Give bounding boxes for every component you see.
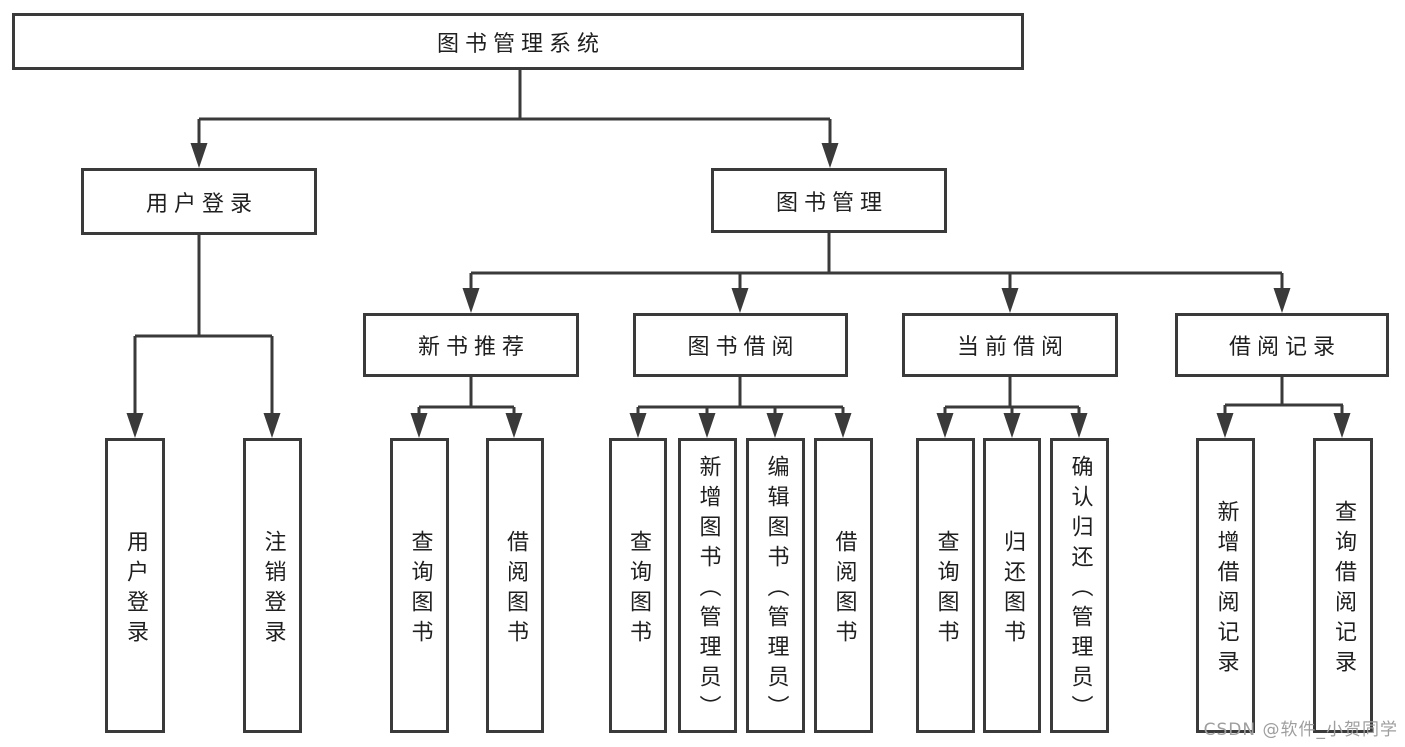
node-label: 新书推荐	[417, 335, 530, 360]
leaf-confirm-return-admin: 确认归还（管理员）	[1050, 438, 1109, 733]
node-label: 新增图书（管理员）	[695, 454, 721, 725]
leaf-edit-books-admin: 编辑图书（管理员）	[746, 438, 805, 733]
csdn-watermark: CSDN @软件_小贺同学	[1203, 720, 1398, 740]
leaf-logout-login: 注销登录	[243, 438, 302, 733]
node-book-management: 图书管理	[711, 168, 947, 233]
node-label: 图书管理系统	[436, 31, 605, 57]
node-label: 查询图书	[626, 529, 651, 650]
leaf-return-books: 归还图书	[983, 438, 1041, 733]
leaf-query-borrow-record: 查询借阅记录	[1313, 438, 1373, 733]
node-label: 用户登录	[145, 191, 258, 217]
node-user-login: 用户登录	[81, 168, 317, 235]
leaf-user-login: 用户登录	[105, 438, 165, 733]
node-label: 图书管理	[775, 190, 888, 216]
node-borrowing-records: 借阅记录	[1175, 313, 1389, 377]
node-new-book-recommendation: 新书推荐	[363, 313, 579, 377]
node-current-borrowing: 当前借阅	[902, 313, 1118, 377]
node-label: 查询借阅记录	[1331, 499, 1356, 680]
node-book-borrowing: 图书借阅	[633, 313, 848, 377]
node-label: 图书借阅	[687, 335, 800, 360]
node-label: 借阅图书	[831, 529, 857, 650]
node-label: 查询图书	[933, 529, 959, 650]
leaf-add-borrow-record: 新增借阅记录	[1196, 438, 1255, 733]
node-label: 借阅图书	[503, 529, 528, 650]
node-label: 归还图书	[1000, 529, 1025, 650]
node-label: 用户登录	[123, 529, 148, 650]
leaf-borrow-books: 借阅图书	[814, 438, 873, 733]
node-label: 新增借阅记录	[1213, 499, 1239, 680]
leaf-query-books-recommend: 查询图书	[390, 438, 449, 733]
leaf-borrow-books-recommend: 借阅图书	[486, 438, 544, 733]
node-label: 编辑图书（管理员）	[763, 454, 789, 725]
node-library-management-system: 图书管理系统	[12, 13, 1024, 70]
leaf-add-books-admin: 新增图书（管理员）	[678, 438, 737, 733]
node-label: 当前借阅	[956, 335, 1069, 360]
node-label: 查询图书	[407, 529, 433, 650]
node-label: 借阅记录	[1228, 335, 1341, 360]
node-label: 注销登录	[260, 529, 286, 650]
node-label: 确认归还（管理员）	[1067, 454, 1093, 725]
leaf-query-books-current: 查询图书	[916, 438, 975, 733]
leaf-query-books-borrowing: 查询图书	[609, 438, 667, 733]
